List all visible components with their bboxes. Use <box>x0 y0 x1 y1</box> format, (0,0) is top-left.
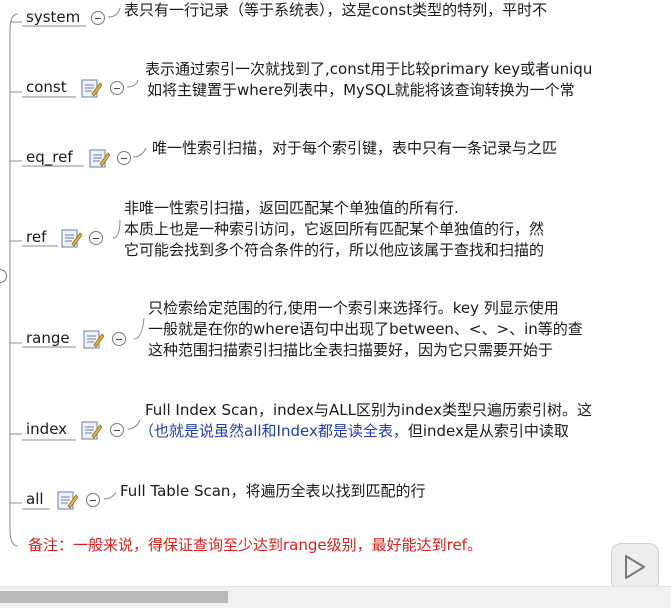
node-term-all[interactable]: all <box>26 490 44 508</box>
node-desc-ref: 非唯一性索引扫描，返回匹配某个单独值的所有行. 本质上也是一种索引访问，它返回所… <box>124 198 544 261</box>
play-button[interactable] <box>611 543 659 591</box>
desc-line: Full Table Scan，将遍历全表以找到匹配的行 <box>120 482 426 500</box>
desc-line: 这种范围扫描索引扫描比全表扫描要好，因为它只需要开始于 <box>148 341 554 359</box>
desc-line: 唯一性索引扫描，对于每个索引键，表中只有一条记录与之匹 <box>152 139 558 157</box>
collapse-icon[interactable] <box>89 231 103 245</box>
note-icon[interactable] <box>80 419 102 441</box>
remark-note: 备注：一般来说，得保证查询至少达到range级别，最好能达到ref。 <box>28 536 482 554</box>
node-term-const[interactable]: const <box>26 78 67 96</box>
collapse-icon[interactable] <box>86 493 100 507</box>
desc-line-mixed: （也就是说虽然all和Index都是读全表，但index是从索引中读取 <box>139 421 592 442</box>
node-term-eq_ref[interactable]: eq_ref <box>26 148 73 166</box>
note-icon[interactable] <box>88 147 110 169</box>
node-term-ref[interactable]: ref <box>26 228 47 246</box>
node-desc-index: Full Index Scan，index与ALL区别为index类型只遍历索引… <box>139 400 592 442</box>
desc-line: 表只有一行记录（等于系统表），这是const类型的特列，平时不 <box>124 1 548 19</box>
play-icon <box>625 555 645 579</box>
scrollbar-thumb[interactable] <box>0 591 228 603</box>
desc-rest: 但index是从索引中读取 <box>407 422 569 440</box>
desc-line: 本质上也是一种索引访问，它返回所有匹配某个单独值的行，然 <box>124 220 545 238</box>
desc-line: 表示通过索引一次就找到了,const用于比较primary key或者uniqu <box>145 60 593 78</box>
collapse-icon[interactable] <box>110 81 124 95</box>
node-desc-all: Full Table Scan，将遍历全表以找到匹配的行 <box>120 481 425 502</box>
collapse-icon[interactable] <box>91 11 105 25</box>
note-icon[interactable] <box>56 489 78 511</box>
node-desc-const: 表示通过索引一次就找到了,const用于比较primary key或者uniqu… <box>145 59 592 101</box>
desc-line: Full Index Scan，index与ALL区别为index类型只遍历索引… <box>145 401 592 419</box>
node-desc-range: 只检索给定范围的行,使用一个索引来选择行。key 列显示使用 一般就是在你的wh… <box>148 298 583 361</box>
node-term-system[interactable]: system <box>26 8 81 26</box>
desc-line: 它可能会找到多个符合条件的行，所以他应该属于查找和扫描的 <box>124 241 545 259</box>
node-term-index[interactable]: index <box>26 420 68 438</box>
horizontal-scrollbar[interactable] <box>0 586 671 608</box>
note-icon[interactable] <box>60 227 82 249</box>
desc-line: 只检索给定范围的行,使用一个索引来选择行。key 列显示使用 <box>148 299 559 317</box>
desc-highlight: （也就是说虽然all和Index都是读全表， <box>139 422 408 440</box>
collapse-icon[interactable] <box>117 151 131 165</box>
collapse-icon[interactable] <box>110 423 124 437</box>
desc-line: 非唯一性索引扫描，返回匹配某个单独值的所有行. <box>124 199 459 217</box>
node-term-range[interactable]: range <box>26 329 70 347</box>
node-desc-eq_ref: 唯一性索引扫描，对于每个索引键，表中只有一条记录与之匹 <box>152 138 557 159</box>
collapse-icon[interactable] <box>112 332 126 346</box>
node-desc-system: 表只有一行记录（等于系统表），这是const类型的特列，平时不 <box>124 0 547 21</box>
note-icon[interactable] <box>82 328 104 350</box>
desc-line: 一般就是在你的where语句中出现了between、<、>、in等的查 <box>148 320 583 338</box>
note-icon[interactable] <box>80 77 102 99</box>
desc-line: 如将主键置于where列表中，MySQL就能将该查询转换为一个常 <box>147 81 575 99</box>
